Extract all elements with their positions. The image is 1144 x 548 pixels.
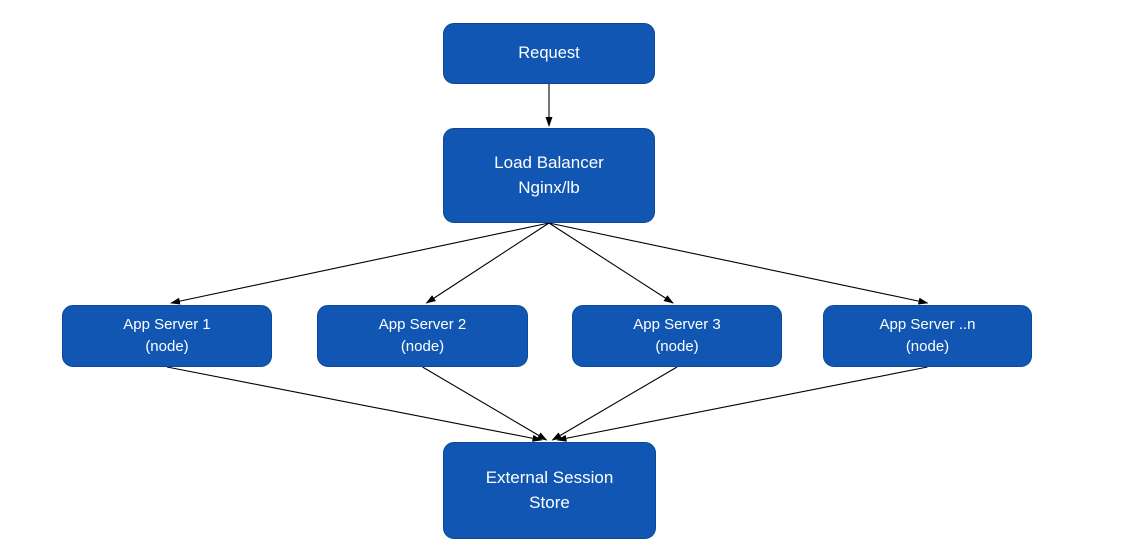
edge-load_balancer-to-app_server_3: [548, 222, 674, 304]
node-app-server-3: App Server 3 (node): [572, 305, 782, 367]
edge-app_server_1-to-session_store: [166, 366, 543, 442]
edge-load_balancer-to-app_server_1: [170, 222, 550, 305]
node-app-server-2-label-line1: App Server 2: [378, 316, 467, 334]
node-request: Request: [443, 23, 655, 84]
node-external-session-store-label-line1: External Session: [485, 467, 614, 487]
node-app-server-1-label-line2: (node): [145, 338, 189, 355]
node-request-label: Request: [518, 43, 580, 62]
node-app-server-1-label-line1: App Server 1: [123, 316, 211, 334]
node-load-balancer: Load Balancer Nginx/lb: [443, 128, 655, 223]
edge-app_server_2-to-session_store: [422, 366, 548, 441]
node-load-balancer-label-line2: Nginx/lb: [518, 177, 580, 197]
edge-app_server_n-to-session_store: [556, 366, 928, 442]
edge-load_balancer-to-app_server_n: [548, 222, 929, 305]
node-app-server-1: App Server 1 (node): [62, 305, 272, 367]
edge-load_balancer-to-app_server_2: [425, 222, 550, 304]
node-app-server-3-label-line1: App Server 3: [633, 316, 721, 334]
node-app-server-3-label-line2: (node): [655, 338, 699, 355]
node-app-server-n: App Server ..n (node): [823, 305, 1032, 367]
edge-app_server_3-to-session_store: [551, 366, 678, 441]
node-app-server-n-label-line2: (node): [905, 338, 950, 355]
node-app-server-2-label-line2: (node): [400, 338, 445, 355]
node-external-session-store: External Session Store: [443, 442, 656, 539]
node-app-server-2: App Server 2 (node): [317, 305, 528, 367]
node-app-server-n-label-line1: App Server ..n: [879, 316, 976, 334]
node-external-session-store-label-line2: Store: [529, 492, 570, 512]
node-load-balancer-label-line1: Load Balancer: [494, 152, 604, 172]
